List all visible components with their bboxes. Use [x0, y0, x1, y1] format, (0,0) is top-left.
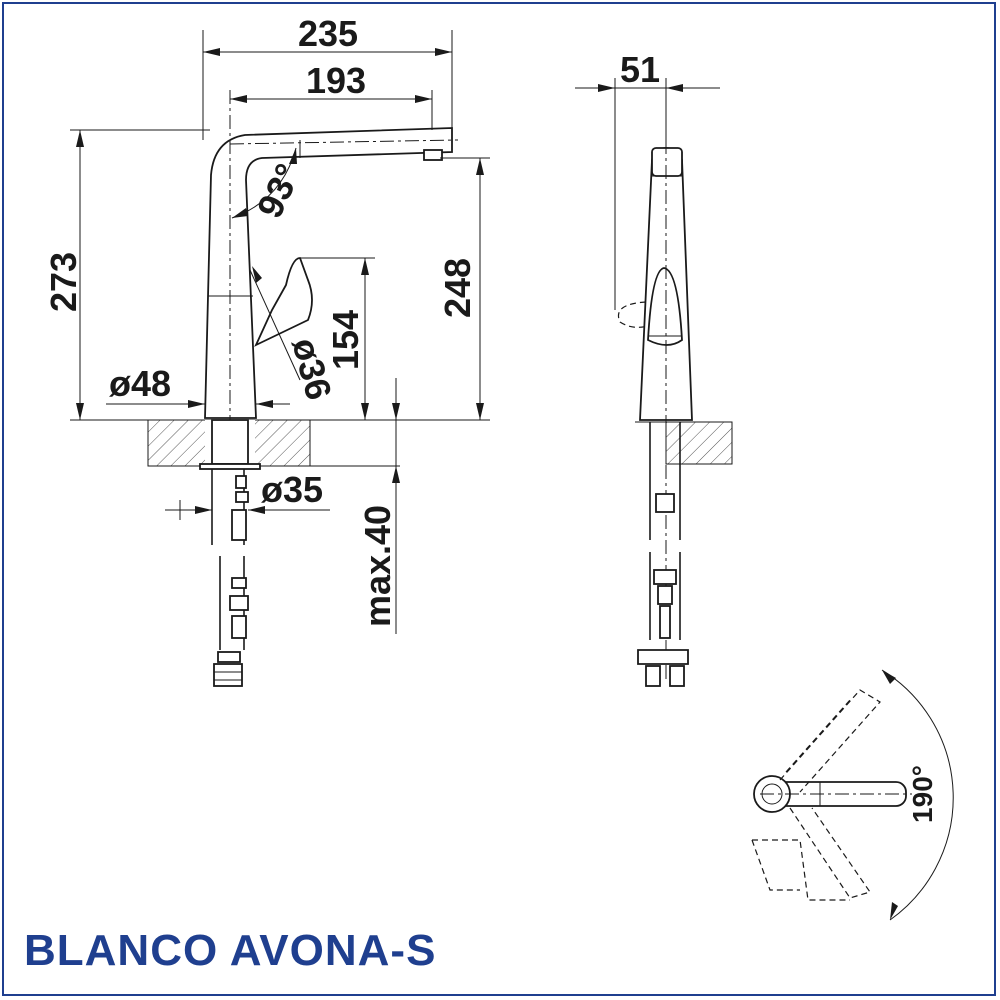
spout-outlet — [423, 149, 443, 161]
tap-body — [204, 127, 453, 419]
hose-nut — [217, 651, 241, 663]
dimension-193: 193 — [306, 60, 366, 101]
mounting-shank — [211, 419, 249, 465]
top-view: 190° — [751, 669, 954, 921]
side-countertop-section — [665, 421, 733, 465]
spout-center-line — [229, 139, 459, 145]
hose-fitting — [213, 663, 243, 687]
dimension-273: 273 — [43, 252, 84, 312]
dimension-51: 51 — [620, 49, 660, 90]
side-view: 51 — [575, 49, 733, 687]
side-spout-head — [651, 147, 683, 177]
angle-190: 190° — [907, 765, 938, 823]
dimension-235: 235 — [298, 13, 358, 54]
dimension-max40: max.40 — [357, 505, 398, 627]
side-lever — [647, 267, 683, 346]
dimension-248: 248 — [437, 258, 478, 318]
side-fixing-plate — [637, 649, 689, 665]
dimension-d35: ø35 — [261, 469, 323, 510]
dimension-d48: ø48 — [109, 363, 171, 404]
dimension-154: 154 — [325, 310, 366, 370]
front-view: 235 193 273 248 154 ø48 ø — [43, 13, 490, 687]
mounting-washer — [199, 463, 261, 470]
angle-93: 93° — [249, 157, 309, 224]
product-title: BLANCO AVONA-S — [24, 926, 437, 975]
